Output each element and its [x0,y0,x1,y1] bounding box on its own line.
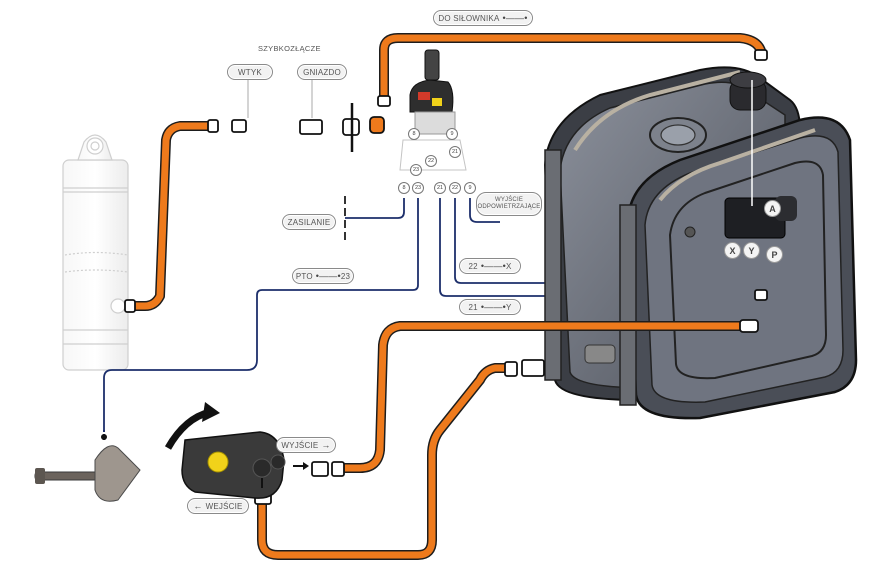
arrow-left-icon: ← [193,501,203,511]
valve-body-port-21: 21 [449,146,461,158]
label-wyjscie: WYJŚCIE→ [276,437,336,453]
pto-unit [34,434,141,502]
valve-port-21: 21 [434,182,446,194]
pressure-hoses [130,33,767,560]
tank-port-y: Y [743,242,760,259]
label-leaders [247,80,313,118]
tank-port-p: P [766,246,783,263]
double-arrow-icon: •——• [315,271,341,281]
double-arrow-icon: •——• [502,13,528,23]
label-zasilanie: ZASILANIE [282,214,336,230]
label-21-y: 21•——•Y [459,299,521,315]
label-wtyk: WTYK [227,64,273,80]
valve-body-port-22: 22 [425,155,437,167]
valve-body-port-9: 9 [446,128,458,140]
tank-port-a: A [764,200,781,217]
gear-pump [164,402,309,499]
hydraulic-cylinder [62,134,129,371]
label-pto-23: PTO•——•23 [292,268,354,284]
label-do-silownika: DO SIŁOWNIKA•——• [433,10,533,26]
valve-port-23: 23 [412,182,424,194]
double-arrow-icon: •——• [480,302,506,312]
valve-port-8: 8 [398,182,410,194]
arrow-right-icon: → [321,440,331,450]
label-wejscie: ←WEJŚCIE [187,498,249,514]
valve-port-22: 22 [449,182,461,194]
double-arrow-icon: •——• [480,261,506,271]
pilot-lines [103,198,751,430]
label-gniazdo: GNIAZDO [297,64,347,80]
tank-port-x: X [724,242,741,259]
valve-port-9: 9 [464,182,476,194]
valve-body-port-8: 8 [408,128,420,140]
label-wyjscie-odpowietrzajace: WYJŚCIE ODPOWIETRZAJĄCE [476,192,542,216]
label-22-x: 22•——•X [459,258,521,274]
valve-body-port-23: 23 [410,164,422,176]
hydraulic-tank [543,66,858,420]
label-szybkozlacze: SZYBKOZŁĄCZE [258,44,321,53]
